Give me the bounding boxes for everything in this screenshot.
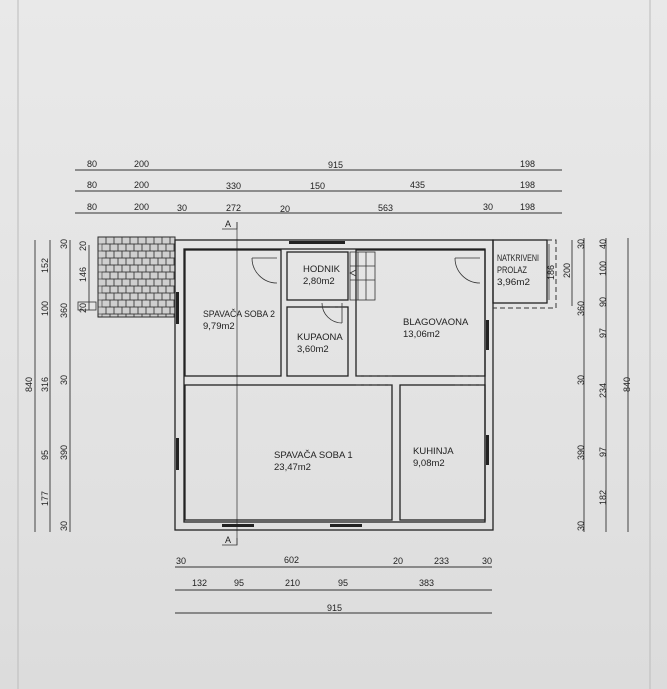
dim-label: 20 (393, 556, 403, 566)
room-area: 3,60m2 (297, 344, 329, 355)
dim-label: 150 (310, 181, 325, 191)
room-name: SPAVAČA SOBA 2 (203, 309, 275, 320)
room-area: 9,08m2 (413, 458, 445, 469)
room-area: 3,96m2 (497, 277, 530, 288)
top-dimension-row-2: 80 200 330 150 435 198 (75, 180, 562, 192)
room-name: PROLAZ (497, 265, 527, 276)
section-marker-top: A (225, 219, 231, 229)
dim-label: 360 (576, 301, 586, 316)
room-name: BLAGOVAONA (403, 317, 469, 328)
room-name: NATKRIVENI (497, 253, 539, 264)
dim-label: 177 (40, 491, 50, 506)
dim-label: 97 (598, 447, 608, 457)
dim-label: 30 (483, 202, 493, 212)
dim-label: 602 (284, 555, 299, 565)
dim-label: 30 (59, 521, 69, 531)
dim-label: 100 (598, 261, 608, 276)
walls (174, 239, 494, 531)
room-area: 9,79m2 (203, 321, 235, 332)
dim-label: 390 (59, 445, 69, 460)
dim-label: 80 (87, 202, 97, 212)
dim-label: 390 (576, 445, 586, 460)
dim-label: 30 (59, 375, 69, 385)
dim-label: 200 (134, 159, 149, 169)
dim-label: 435 (410, 180, 425, 190)
room-name: KUPAONA (297, 332, 343, 343)
room-kupaona (286, 306, 349, 377)
dim-label: 20 (280, 204, 290, 214)
room-area: 2,80m2 (303, 276, 335, 287)
dim-label: 95 (234, 578, 244, 588)
dim-label: 200 (134, 180, 149, 190)
dim-label: 132 (192, 578, 207, 588)
stairs (349, 251, 376, 301)
bottom-dimension-row-2: 132 95 210 95 383 (175, 578, 492, 591)
room-blagovaona (355, 249, 486, 377)
room-name: KUHINJA (413, 446, 454, 457)
room-area: 13,06m2 (403, 329, 440, 340)
dim-label: 182 (598, 490, 608, 505)
dim-label: 30 (576, 239, 586, 249)
dim-label: 97 (598, 328, 608, 338)
dim-label: 200 (562, 263, 572, 278)
room-kuhinja (399, 384, 486, 521)
top-dimension-row-1: 80 200 915 198 (75, 159, 562, 171)
dim-label: 383 (419, 578, 434, 588)
dim-label: 95 (338, 578, 348, 588)
dim-label: 90 (598, 297, 608, 307)
room-area: 23,47m2 (274, 462, 311, 473)
dim-label: 272 (226, 203, 241, 213)
dim-label: 100 (40, 301, 50, 316)
dim-label: 840 (24, 377, 34, 392)
dim-label: 80 (87, 180, 97, 190)
room-spavaca-soba-2 (184, 249, 282, 377)
dim-label: 198 (520, 159, 535, 169)
right-dimensions: 30 360 30 390 30 40 100 90 97 234 97 182… (576, 238, 632, 532)
dim-label: 840 (622, 377, 632, 392)
dim-label: 360 (59, 303, 69, 318)
dim-label: 234 (598, 383, 608, 398)
dim-label: 146 (78, 267, 88, 282)
dim-label: 200 (134, 202, 149, 212)
room-name: SPAVAČA SOBA 1 (274, 450, 353, 461)
dim-label: 30 (59, 239, 69, 249)
dim-label: 30 (176, 556, 186, 566)
section-line-a: A A (222, 219, 238, 546)
section-marker-bottom: A (225, 535, 231, 545)
dim-label: 80 (87, 159, 97, 169)
dim-label: 210 (285, 578, 300, 588)
covered-passage: 186 200 (492, 239, 573, 309)
dim-label: 316 (40, 377, 50, 392)
room-spavaca-soba-1 (184, 384, 393, 521)
room-name: HODNIK (303, 264, 341, 275)
dim-label: 95 (40, 450, 50, 460)
dim-label: 30 (177, 203, 187, 213)
paving-area: 20 146 20 (77, 236, 176, 318)
dim-label: 330 (226, 181, 241, 191)
left-dimensions: 840 152 100 316 95 177 30 360 30 390 30 (24, 239, 71, 532)
dim-label: 40 (598, 239, 608, 249)
room-hodnik (286, 251, 349, 301)
dim-label: 152 (40, 258, 50, 273)
dim-label: 30 (576, 375, 586, 385)
bottom-dimension-row-3: 915 (175, 603, 492, 614)
dim-label: 20 (78, 303, 88, 313)
dim-label: 915 (328, 160, 343, 170)
dim-label: 233 (434, 556, 449, 566)
bottom-dimension-row-1: 30 602 20 233 30 (175, 555, 492, 568)
dim-label: 186 (546, 265, 556, 280)
dim-label: 915 (327, 603, 342, 613)
dim-label: 198 (520, 202, 535, 212)
dim-label: 30 (482, 556, 492, 566)
dim-label: 20 (78, 241, 88, 251)
top-dimension-row-3: 80 200 30 272 20 563 30 198 (75, 202, 562, 214)
dim-label: 30 (576, 521, 586, 531)
dim-label: 563 (378, 203, 393, 213)
dim-label: 198 (520, 180, 535, 190)
